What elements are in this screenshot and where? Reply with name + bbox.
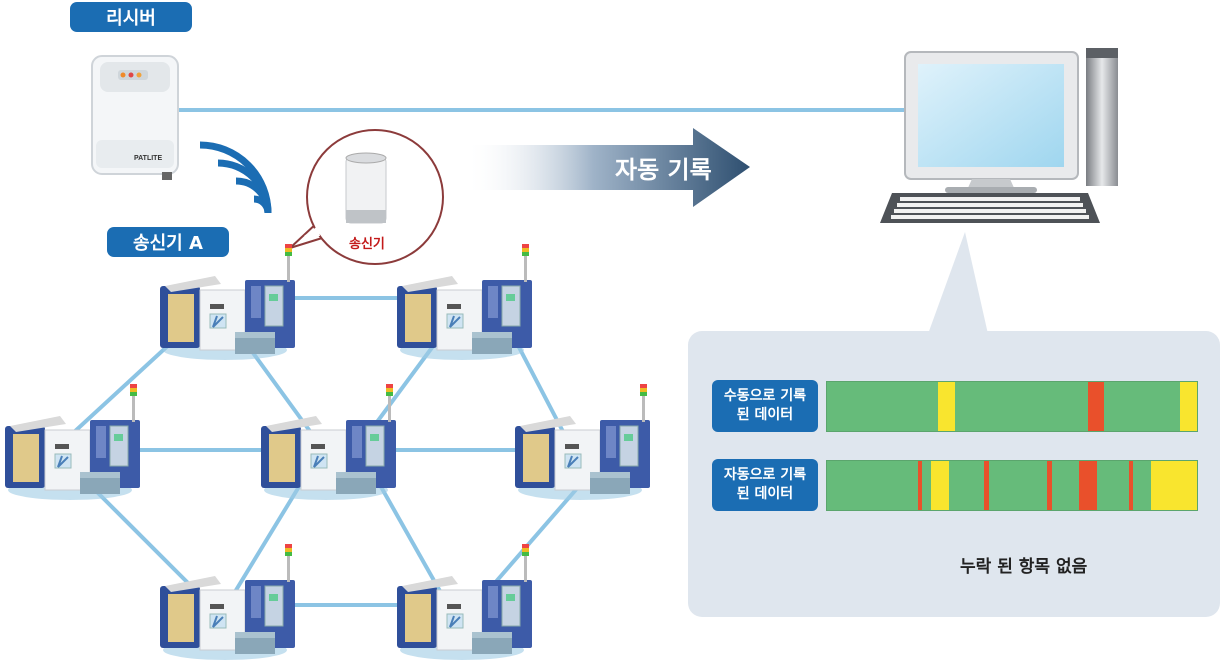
manual-row-label-line2: 된 데이터	[736, 407, 794, 423]
auto-segment-4	[1078, 461, 1098, 510]
pc-tower	[1086, 48, 1118, 186]
auto-record-label: 자동 기록	[615, 156, 712, 184]
machine-center	[260, 383, 397, 501]
keyboard	[880, 193, 1100, 223]
panel-pointer	[928, 232, 988, 334]
auto-segment-2	[984, 461, 990, 510]
auto-record-arrow	[465, 128, 750, 207]
machine-mid-left	[4, 383, 141, 501]
auto-row-label: 자동으로 기록 된 데이터	[712, 459, 818, 511]
auto-segment-3	[1047, 461, 1052, 510]
no-missing-items-label: 누락 된 항목 없음	[960, 557, 1088, 577]
manual-segment-1	[1087, 382, 1105, 431]
auto-segment-5	[1128, 461, 1134, 510]
receiver-brand: PATLITE	[134, 155, 162, 162]
machine-mid-right	[514, 383, 651, 501]
manual-data-bar	[826, 381, 1198, 432]
receiver-label: 리시버	[70, 2, 192, 32]
machine-top-left	[159, 243, 296, 361]
transmitter-bubble-label: 송신기	[349, 237, 385, 252]
pc-monitor	[904, 51, 1079, 193]
receiver-device: PATLITE	[91, 55, 179, 180]
machine-bottom-left	[159, 543, 296, 660]
auto-segment-0	[917, 461, 923, 510]
manual-row-label-line1: 수동으로 기록	[723, 388, 807, 404]
manual-segment-0	[938, 382, 955, 431]
auto-data-bar	[826, 460, 1198, 511]
transmitter-bubble	[289, 129, 444, 265]
auto-segment-1	[931, 461, 950, 510]
wifi-icon	[199, 141, 272, 214]
manual-segment-2	[1180, 382, 1197, 431]
auto-row-label-line2: 된 데이터	[736, 486, 794, 502]
auto-segment-6	[1150, 461, 1197, 510]
manual-row-label: 수동으로 기록 된 데이터	[712, 380, 818, 432]
auto-row-label-line1: 자동으로 기록	[723, 467, 807, 483]
transmitter-a-label: 송신기 A	[107, 227, 229, 257]
machine-top-right	[396, 243, 533, 361]
